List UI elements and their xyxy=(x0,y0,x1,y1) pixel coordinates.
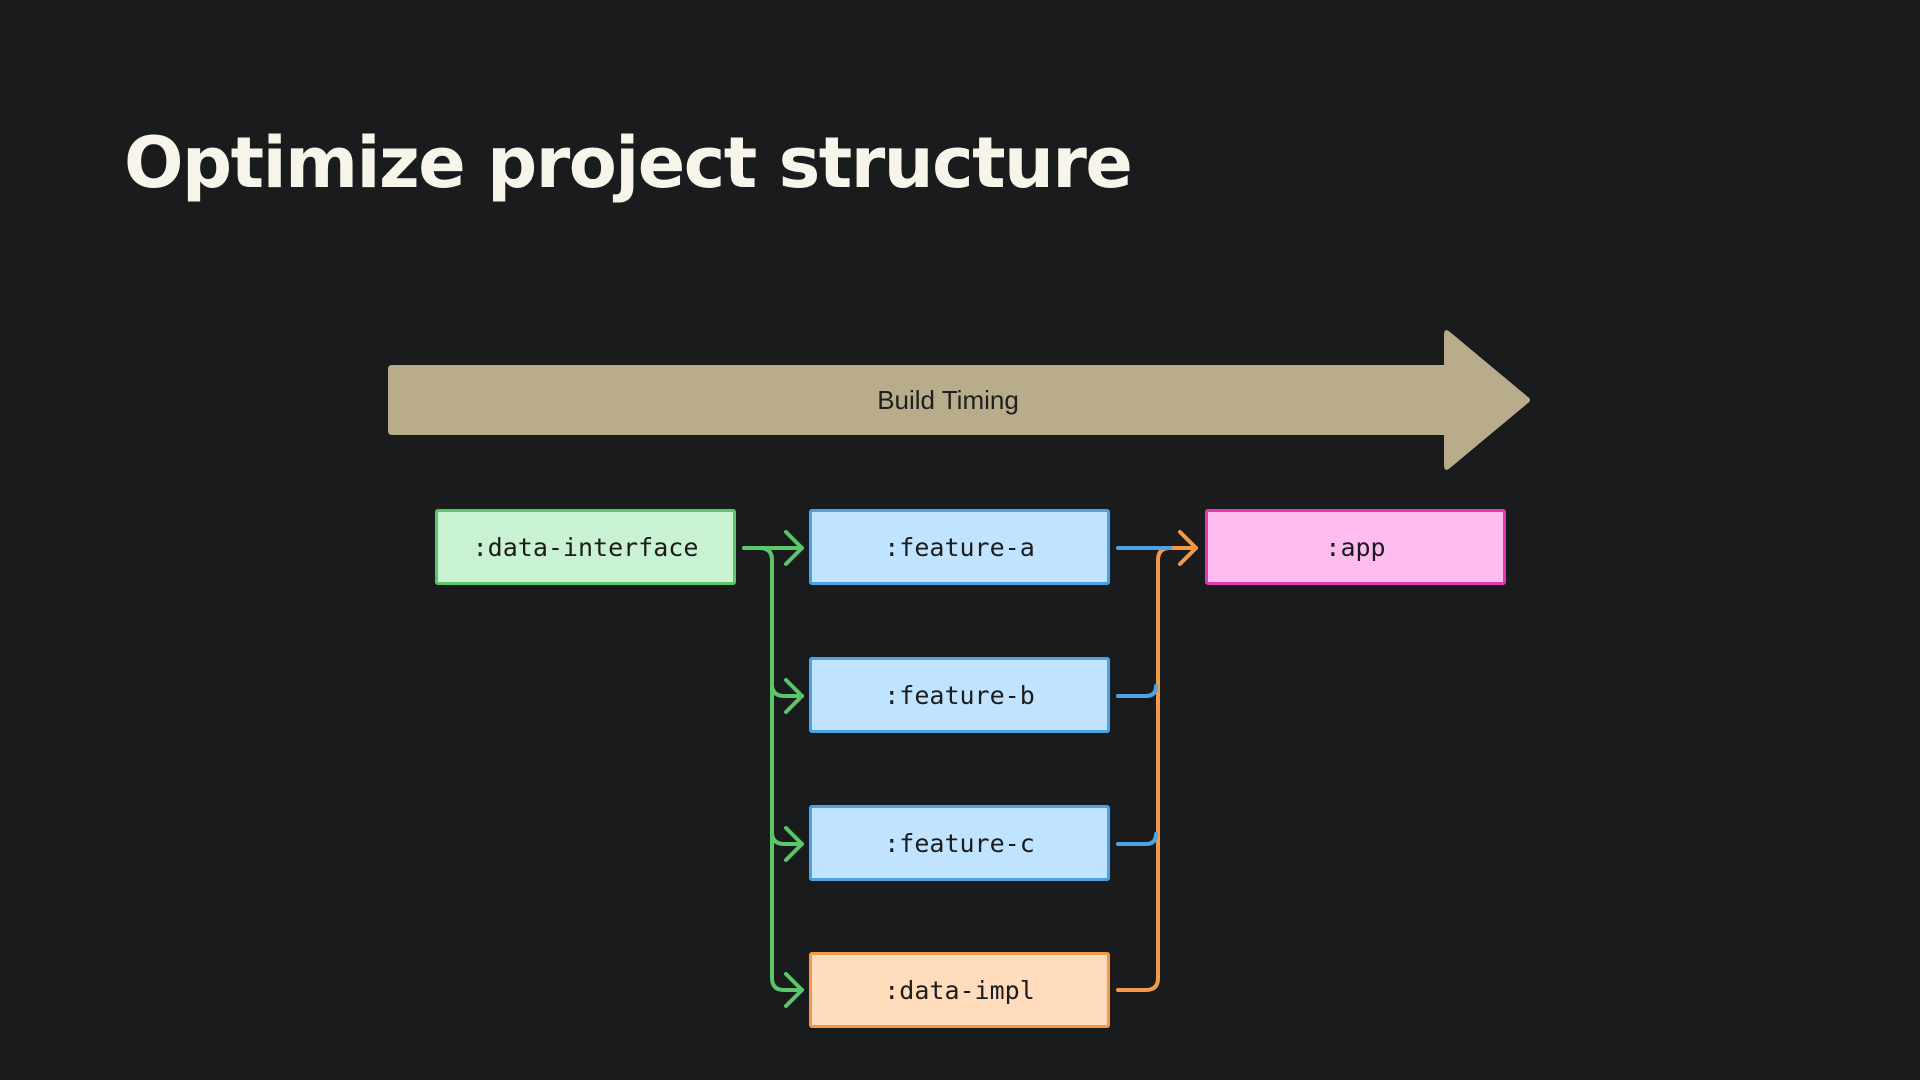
feature-dependency-lines xyxy=(1116,546,1172,846)
module-label: :data-interface xyxy=(472,532,699,562)
connector-data-impl-to-app xyxy=(1116,546,1198,992)
connector-trunk-to-feature-b xyxy=(770,682,804,698)
module-data-impl: :data-impl xyxy=(809,952,1110,1028)
connector-feature-c-to-app xyxy=(1116,832,1158,846)
arrowhead-feature-a xyxy=(784,530,804,566)
module-feature-b: :feature-b xyxy=(809,657,1110,733)
module-label: :feature-c xyxy=(884,828,1035,858)
arrowhead-app xyxy=(1178,530,1198,566)
module-app: :app xyxy=(1205,509,1506,585)
module-feature-a: :feature-a xyxy=(809,509,1110,585)
connector-trunk-to-feature-c xyxy=(770,830,804,846)
arrowhead-feature-b xyxy=(784,678,804,714)
module-label: :feature-a xyxy=(884,532,1035,562)
data-impl-dependency-line xyxy=(1116,530,1198,992)
build-timing-arrow-shape xyxy=(388,330,1530,470)
arrowhead-data-impl xyxy=(784,972,804,1008)
connector-data-interface-trunk xyxy=(742,546,804,992)
data-interface-dependency-lines xyxy=(742,530,804,1008)
arrowhead-feature-c xyxy=(784,826,804,862)
connector-feature-b-to-app xyxy=(1116,684,1158,698)
build-timing-label: Build Timing xyxy=(877,384,1019,415)
module-data-interface: :data-interface xyxy=(435,509,736,585)
slide-title: Optimize project structure xyxy=(124,122,1133,204)
module-label: :data-impl xyxy=(884,975,1035,1005)
module-label: :feature-b xyxy=(884,680,1035,710)
module-label: :app xyxy=(1325,532,1386,562)
module-feature-c: :feature-c xyxy=(809,805,1110,881)
